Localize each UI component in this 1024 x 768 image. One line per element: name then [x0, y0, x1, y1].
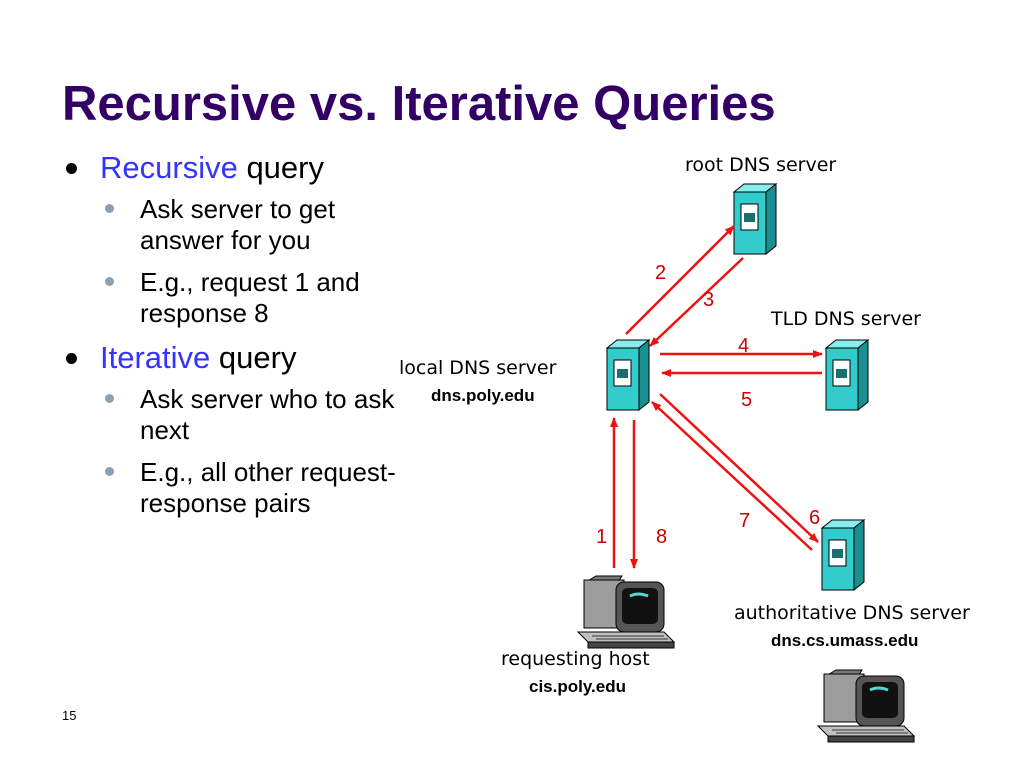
- slide-title: Recursive vs. Iterative Queries: [62, 77, 776, 131]
- step-label-7: 7: [739, 510, 750, 532]
- authoritative-dns-server-hostname: dns.cs.umass.edu: [771, 631, 919, 650]
- requesting-host-hostname: cis.poly.edu: [529, 677, 626, 696]
- sub-bullet-recursive-2: E.g., request 1 and response 8: [64, 267, 414, 329]
- requesting-host-computer-icon: [576, 574, 676, 650]
- tld-dns-server-icon: [825, 339, 869, 411]
- iterative-query-word: query: [210, 340, 297, 375]
- requesting-host-label: requesting host: [501, 648, 650, 670]
- sub-bullet-iterative-1: Ask server who to ask next: [64, 384, 414, 446]
- local-dns-server-hostname: dns.poly.edu: [431, 386, 535, 405]
- recursive-term: Recursive: [100, 150, 238, 185]
- bullet-iterative-query: Iterative query: [64, 340, 414, 376]
- local-dns-server-label: local DNS server: [399, 357, 557, 379]
- authoritative-dns-server-icon: [821, 519, 865, 591]
- local-dns-server-icon: [606, 339, 650, 411]
- step-label-1: 1: [596, 526, 607, 548]
- sub-bullet-iterative-2: E.g., all other request-response pairs: [64, 457, 414, 519]
- step-label-5: 5: [741, 389, 752, 411]
- authoritative-dns-server-label: authoritative DNS server: [734, 602, 970, 624]
- bullet-recursive-query: Recursive query: [64, 150, 414, 186]
- step-label-6: 6: [809, 507, 820, 529]
- slide-number: 15: [62, 708, 77, 723]
- root-dns-server-icon: [733, 183, 777, 255]
- root-dns-server-label: root DNS server: [685, 154, 837, 176]
- step-label-2: 2: [655, 262, 666, 284]
- recursive-query-word: query: [237, 150, 324, 185]
- step-label-8: 8: [656, 526, 667, 548]
- step-label-4: 4: [738, 335, 749, 357]
- step-label-3: 3: [703, 289, 714, 311]
- arrow-step-7: [651, 401, 813, 551]
- authoritative-host-computer-icon: [816, 668, 916, 744]
- bullet-list: Recursive query Ask server to get answer…: [64, 150, 414, 530]
- iterative-term: Iterative: [100, 340, 211, 375]
- arrow-step-6: [659, 393, 819, 543]
- arrow-step-2: [625, 225, 735, 335]
- arrow-step-3: [649, 257, 744, 347]
- sub-bullet-recursive-1: Ask server to get answer for you: [64, 194, 414, 256]
- tld-dns-server-label: TLD DNS server: [771, 308, 921, 330]
